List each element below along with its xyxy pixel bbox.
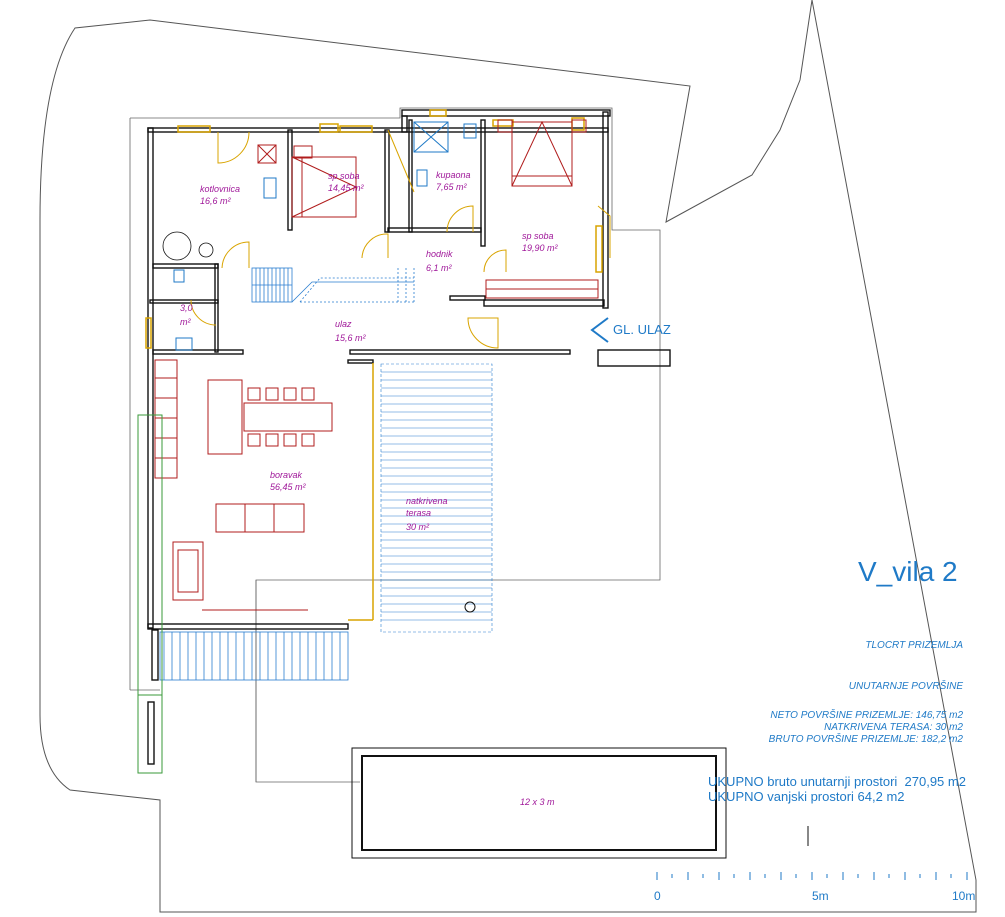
site-boundary-inner bbox=[130, 107, 661, 783]
scale-label-0: 0 bbox=[654, 889, 661, 903]
room-name-ulaz: ulaz bbox=[335, 319, 352, 329]
section-heading: UNUTARNJE POVRŠINE bbox=[848, 681, 963, 692]
site-boundary bbox=[39, 0, 977, 913]
room-name2-terasa: terasa bbox=[406, 508, 431, 518]
fixtures bbox=[162, 231, 214, 261]
room-area-kupaona: 7,65 m² bbox=[436, 182, 468, 192]
scale-bar bbox=[656, 872, 968, 880]
room-name-hodnik: hodnik bbox=[426, 249, 453, 259]
room-area-boravak: 56,45 m² bbox=[270, 482, 307, 492]
total-line: UKUPNO vanjski prostori 64,2 m2 bbox=[708, 789, 905, 804]
entrance-label: GL. ULAZ bbox=[613, 322, 671, 337]
plan-subtitle: TLOCRT PRIZEMLJA bbox=[865, 640, 963, 651]
planter bbox=[137, 414, 163, 774]
room-name-kupaona: kupaona bbox=[436, 170, 471, 180]
room-name-wc: 3,0 bbox=[180, 303, 193, 313]
scale-label-5m: 5m bbox=[812, 889, 829, 903]
room-name-boravak: boravak bbox=[270, 470, 303, 480]
room-area-sp-soba-2: 19,90 m² bbox=[522, 243, 559, 253]
walls bbox=[147, 109, 671, 765]
room-area-terasa: 30 m² bbox=[406, 522, 430, 532]
room-name-sp-soba-2: sp soba bbox=[522, 231, 554, 241]
interior-stairs bbox=[251, 267, 415, 303]
total-line: UKUPNO bruto unutarnji prostori 270,95 m… bbox=[708, 774, 966, 789]
scale-label-10m: 10m bbox=[952, 889, 975, 903]
room-area-hodnik: 6,1 m² bbox=[426, 263, 453, 273]
totals: UKUPNO bruto unutarnji prostori 270,95 m… bbox=[708, 774, 966, 804]
room-name-sp-soba-1: sp soba bbox=[328, 171, 360, 181]
room-area-sp-soba-1: 14,45 m² bbox=[328, 183, 365, 193]
room-area-ulaz: 15,6 m² bbox=[335, 333, 367, 343]
pool bbox=[351, 747, 727, 859]
area-notes: TLOCRT PRIZEMLJA UNUTARNJE POVRŠINE NETO… bbox=[583, 640, 963, 746]
exterior-stairs bbox=[159, 631, 349, 681]
room-area-wc: m² bbox=[180, 317, 191, 327]
area-note: BRUTO POVRŠINE PRIZEMLJE: 182,2 m2 bbox=[768, 734, 963, 745]
pool-label: 12 x 3 m bbox=[520, 797, 555, 807]
area-note: NATKRIVENA TERASA: 30 m2 bbox=[824, 722, 963, 733]
area-note: NETO POVRŠINE PRIZEMLJE: 146,75 m2 bbox=[770, 710, 963, 721]
page-title: V_vila 2 bbox=[858, 556, 958, 587]
terrace-post bbox=[464, 601, 476, 613]
room-area-kotlovnica: 16,6 m² bbox=[200, 196, 232, 206]
doors bbox=[190, 129, 611, 349]
sanitary bbox=[173, 121, 477, 351]
entrance-arrow-icon bbox=[590, 317, 609, 343]
room-labels: kotlovnica 16,6 m² sp soba 14,45 m² kupa… bbox=[180, 170, 559, 532]
room-name-terasa: natkrivena bbox=[406, 496, 448, 506]
room-name-kotlovnica: kotlovnica bbox=[200, 184, 240, 194]
furniture bbox=[154, 119, 599, 611]
terrace-deck bbox=[380, 363, 493, 633]
